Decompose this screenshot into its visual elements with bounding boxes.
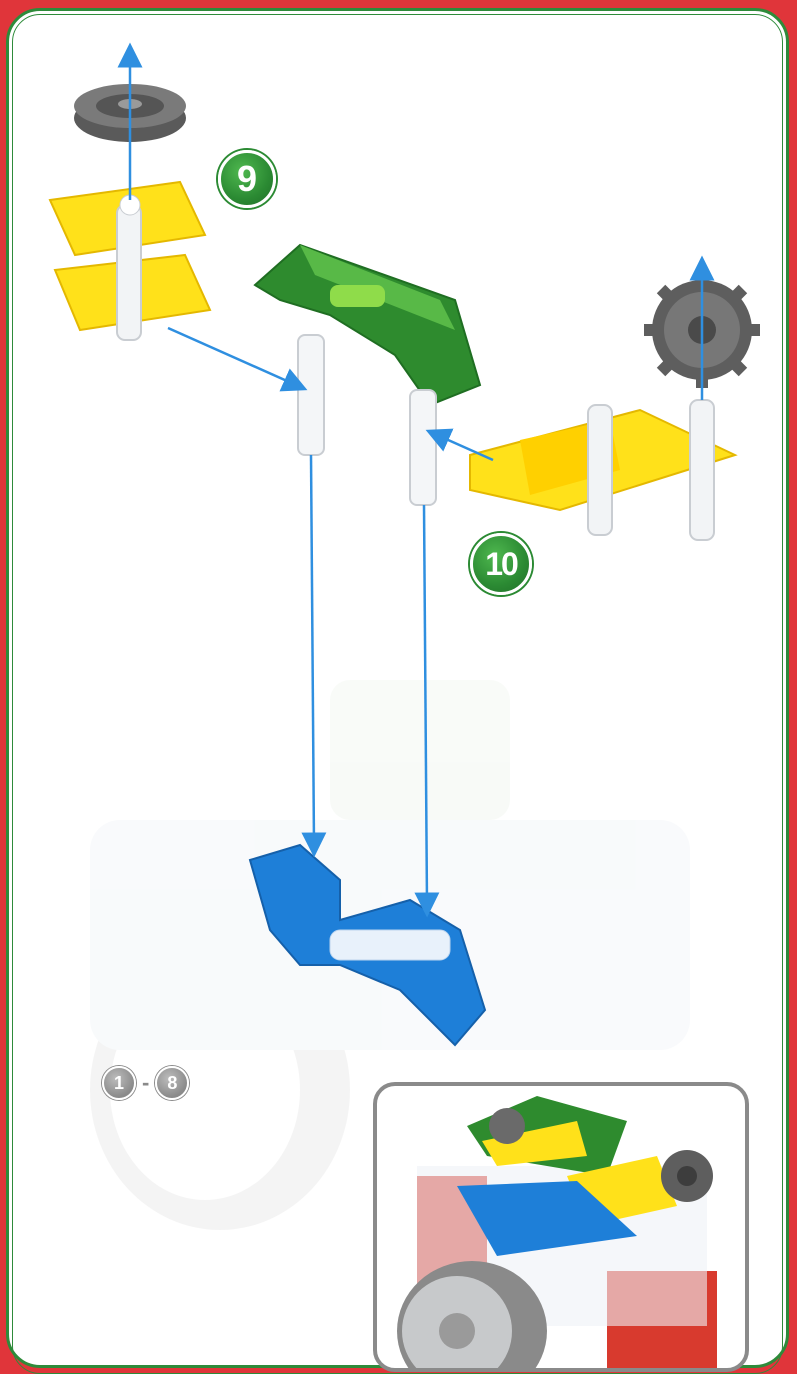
step-number-text: 9 xyxy=(237,158,257,200)
yellow-connector-icon-right xyxy=(470,400,735,540)
step-number-badge: 10 xyxy=(470,533,532,595)
yellow-connector-icon xyxy=(50,182,210,340)
completed-model-inset xyxy=(373,1082,749,1372)
completed-model-illustration xyxy=(377,1086,749,1372)
range-start-circle: 1 xyxy=(102,1066,136,1100)
step-number-text: 10 xyxy=(485,546,517,583)
step-number-badge: 9 xyxy=(218,150,276,208)
range-separator: - xyxy=(142,1070,149,1096)
range-end-circle: 8 xyxy=(155,1066,189,1100)
previous-steps-range: 1 - 8 xyxy=(102,1067,189,1099)
